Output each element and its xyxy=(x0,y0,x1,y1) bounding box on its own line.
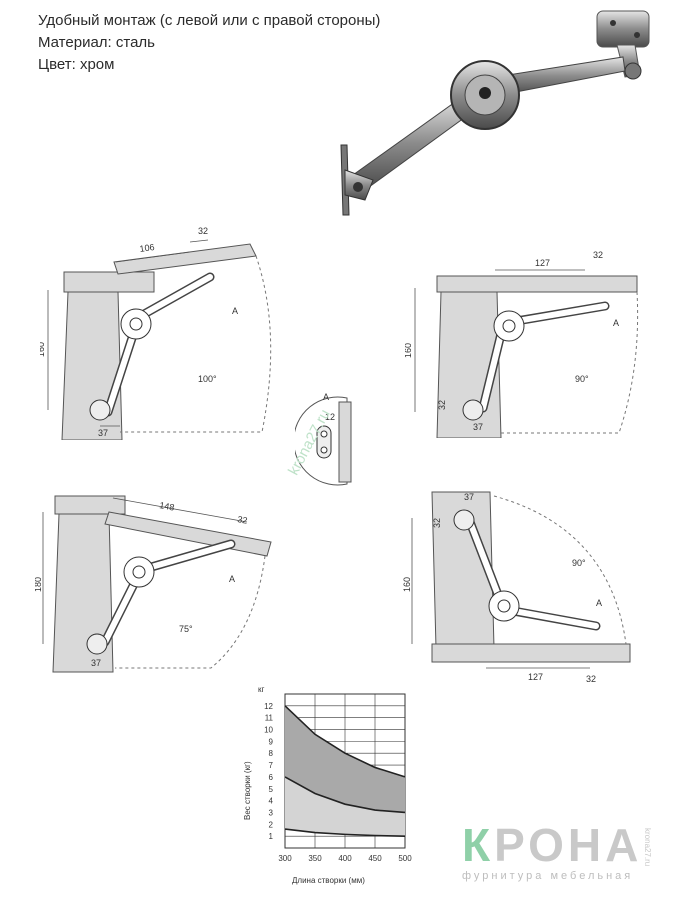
material-note: Материал: сталь xyxy=(38,34,155,51)
dim-bottom: 127 xyxy=(528,672,543,682)
diagram-90-degree-top: 127 32 160 32 37 90° A xyxy=(405,250,639,438)
y-axis-label: Вес створки (кг) xyxy=(243,761,252,820)
dim-top: 106 xyxy=(139,242,155,254)
dim-small: 32 xyxy=(593,250,603,260)
dim-small: 32 xyxy=(586,674,596,684)
y-tick-label: 9 xyxy=(269,737,274,746)
y-tick-label: 5 xyxy=(269,785,274,794)
dim-height: 180 xyxy=(35,577,43,592)
y-tick-label: 1 xyxy=(269,832,274,841)
dim-side: 32 xyxy=(437,400,447,410)
y-tick-label: 8 xyxy=(269,749,274,758)
label-a: A xyxy=(596,598,602,608)
diagram-75-degree: 148 32 180 37 75° A xyxy=(35,495,272,673)
x-axis-label: Длина створки (мм) xyxy=(292,876,365,885)
dim-height: 160 xyxy=(402,577,412,592)
detail-label-a: A xyxy=(323,392,329,402)
x-tick-label: 450 xyxy=(368,854,382,863)
mid-weight-line xyxy=(284,776,406,814)
mounting-note: Удобный монтаж (с левой или с правой сто… xyxy=(38,12,381,29)
label-a: A xyxy=(232,306,238,316)
label-a: A xyxy=(229,574,235,584)
dim-height: 160 xyxy=(40,342,46,357)
dim-side: 32 xyxy=(432,518,442,528)
x-tick-label: 400 xyxy=(338,854,352,863)
y-tick-label: 10 xyxy=(264,726,273,735)
dim-bottom: 37 xyxy=(91,658,101,668)
angle-label: 90° xyxy=(572,558,586,568)
y-tick-label: 6 xyxy=(269,773,274,782)
logo-rest: РОНА xyxy=(494,819,643,871)
x-tick-label: 500 xyxy=(398,854,412,863)
logo-first-letter: К xyxy=(462,819,495,871)
dim-small: 32 xyxy=(198,226,208,236)
diagram-90-degree-bottom: 37 32 160 127 32 90° A xyxy=(402,491,631,684)
max-weight-line xyxy=(284,705,406,778)
label-a: A xyxy=(613,318,619,328)
header-text: Удобный монтаж (с левой или с правой сто… xyxy=(38,10,380,76)
angle-label: 75° xyxy=(179,624,193,634)
y-tick-label: 3 xyxy=(269,808,274,817)
logo-side-url: krona27.ru xyxy=(643,828,652,867)
x-tick-labels: 300 350 400 450 500 xyxy=(278,854,412,863)
dim-top: 127 xyxy=(535,258,550,268)
dim-bottom: 37 xyxy=(473,422,483,432)
y-tick-label: 7 xyxy=(269,761,274,770)
logo-word: КРОНА xyxy=(462,822,642,868)
product-photo xyxy=(340,10,650,216)
y-tick-label: 11 xyxy=(265,714,274,723)
y-unit: кг xyxy=(258,685,265,694)
krona-logo: КРОНА фурнитура мебельная xyxy=(462,822,642,882)
color-note: Цвет: хром xyxy=(38,56,115,73)
logo-subtitle: фурнитура мебельная xyxy=(462,870,634,882)
dim-top: 148 xyxy=(159,500,176,512)
angle-label: 100° xyxy=(198,374,217,384)
dim-height: 160 xyxy=(405,343,413,358)
y-tick-label: 2 xyxy=(269,820,274,829)
y-tick-label: 4 xyxy=(269,797,274,806)
detail-a: A 12 xyxy=(295,392,352,486)
detail-dim: 12 xyxy=(325,412,335,422)
diagram-100-degree: 106 32 160 37 100° A xyxy=(40,226,272,440)
dim-top: 37 xyxy=(464,492,474,502)
angle-label: 90° xyxy=(575,374,589,384)
min-weight-line xyxy=(284,828,406,837)
x-tick-label: 300 xyxy=(278,854,292,863)
x-tick-label: 350 xyxy=(308,854,322,863)
lower-load-band xyxy=(285,776,405,837)
upper-load-band xyxy=(285,705,405,813)
dim-small: 32 xyxy=(237,514,249,526)
y-tick-label: 12 xyxy=(264,702,273,711)
dim-bottom: 37 xyxy=(98,428,108,438)
